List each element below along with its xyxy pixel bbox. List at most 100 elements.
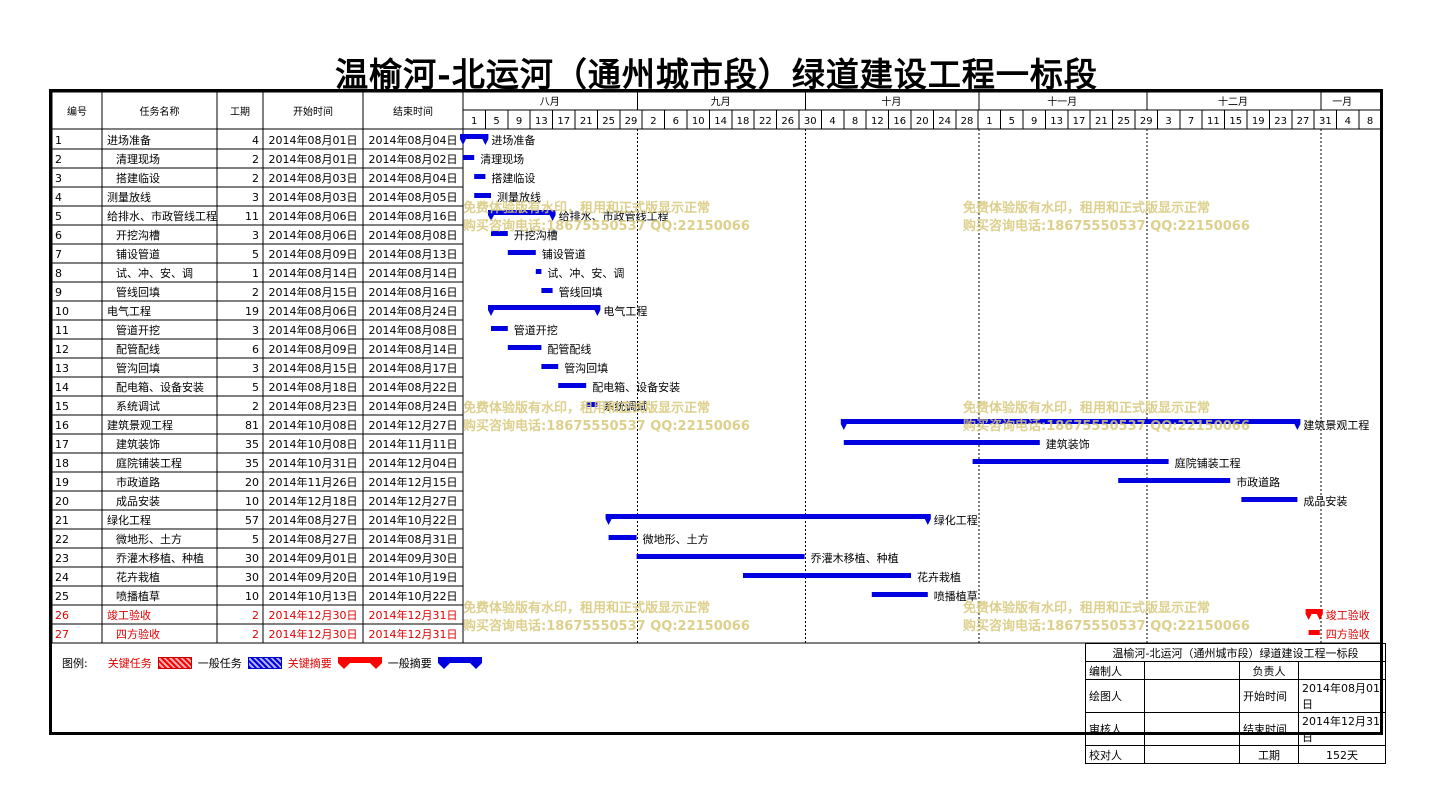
task-bar [507, 345, 542, 350]
task-id: 13 [55, 362, 69, 375]
legend-normal-task-label: 一般任务 [197, 657, 242, 670]
task-name: 庭院铺装工程 [116, 456, 182, 470]
task-id: 11 [55, 324, 69, 337]
info-drawer-value [1144, 679, 1240, 713]
task-start: 2014年08月01日 [269, 152, 358, 166]
bar-label: 庭院铺装工程 [1175, 456, 1241, 470]
task-name: 成品安装 [116, 494, 160, 508]
task-start: 2014年08月06日 [269, 304, 358, 318]
task-bar [491, 326, 508, 331]
info-duration-label: 工期 [1239, 745, 1299, 764]
month-label: 十二月 [1218, 95, 1248, 108]
task-end: 2014年12月27日 [369, 418, 458, 432]
bar-label: 乔灌木移植、种植 [811, 551, 899, 565]
day-tick-label: 5 [1009, 116, 1015, 127]
task-duration: 2 [252, 609, 259, 622]
day-tick-label: 14 [714, 116, 727, 127]
day-tick-label: 7 [1188, 116, 1194, 127]
task-name: 电气工程 [107, 304, 151, 318]
task-name: 乔灌木移植、种植 [116, 551, 204, 565]
task-duration: 3 [252, 324, 259, 337]
legend-prefix: 图例: [62, 657, 88, 670]
task-end: 2014年08月04日 [369, 133, 458, 147]
day-tick-label: 4 [829, 116, 835, 127]
task-start: 2014年08月09日 [269, 342, 358, 356]
bar-label: 配电箱、设备安装 [592, 380, 680, 394]
legend-critical-task-swatch [157, 657, 192, 669]
day-tick-label: 18 [737, 116, 750, 127]
task-duration: 30 [245, 552, 259, 565]
info-duration-value: 152天 [1298, 745, 1386, 764]
summary-bar [840, 419, 1301, 430]
task-id: 14 [55, 381, 69, 394]
task-start: 2014年08月03日 [269, 171, 358, 185]
task-id: 9 [55, 286, 62, 299]
day-tick-label: 16 [893, 116, 906, 127]
task-start: 2014年08月06日 [269, 228, 358, 242]
task-end: 2014年10月22日 [369, 589, 458, 603]
bar-label: 管沟回填 [564, 361, 608, 375]
bar-label: 管线回填 [559, 285, 603, 299]
bar-label: 微地形、土方 [643, 532, 709, 546]
task-end: 2014年12月04日 [369, 456, 458, 470]
task-duration: 11 [245, 210, 259, 223]
bar-label: 市政道路 [1236, 475, 1280, 489]
task-end: 2014年08月17日 [369, 361, 458, 375]
task-start: 2014年08月15日 [269, 285, 358, 299]
day-tick-label: 13 [1050, 116, 1063, 127]
task-name: 花卉栽植 [116, 570, 160, 584]
watermark: 免费体验版有水印，租用和正式版显示正常购买咨询电话:18675550537 QQ… [463, 201, 750, 234]
bar-label: 配管配线 [547, 342, 591, 356]
task-bar [1118, 478, 1231, 483]
day-tick-label: 1 [986, 116, 992, 127]
info-reviewer-label: 审核人 [1085, 712, 1145, 746]
summary-bar [460, 134, 489, 145]
task-end: 2014年08月24日 [369, 304, 458, 318]
watermark: 免费体验版有水印，租用和正式版显示正常购买咨询电话:18675550537 QQ… [463, 601, 750, 634]
task-bar [586, 402, 598, 407]
task-id: 10 [55, 305, 69, 318]
task-end: 2014年08月05日 [369, 190, 458, 204]
task-id: 27 [55, 628, 69, 641]
month-label: 一月 [1332, 96, 1352, 108]
task-bar [558, 383, 587, 388]
info-end-label: 结束时间 [1239, 712, 1299, 746]
task-bar [507, 250, 536, 255]
task-end: 2014年08月14日 [369, 342, 458, 356]
task-duration: 1 [252, 267, 259, 280]
task-duration: 19 [245, 305, 259, 318]
task-end: 2014年12月27日 [369, 494, 458, 508]
month-label: 九月 [711, 96, 731, 108]
bar-label: 进场准备 [491, 133, 535, 147]
month-label: 十一月 [1047, 95, 1077, 108]
task-name: 竣工验收 [107, 608, 151, 622]
legend-normal-task-swatch [247, 657, 282, 669]
day-tick-label: 21 [580, 116, 593, 127]
task-id: 18 [55, 457, 69, 470]
bar-label: 测量放线 [497, 190, 541, 204]
day-tick-label: 9 [516, 116, 522, 127]
task-duration: 10 [245, 590, 259, 603]
task-start: 2014年12月30日 [269, 627, 358, 641]
bar-label: 喷播植草 [934, 589, 978, 603]
task-start: 2014年08月15日 [269, 361, 358, 375]
column-header-id: 编号 [67, 105, 87, 118]
task-duration: 2 [252, 172, 259, 185]
summary-bar [488, 210, 556, 221]
day-tick-label: 5 [493, 116, 499, 127]
task-duration: 2 [252, 628, 259, 641]
summary-bar [488, 305, 601, 316]
task-end: 2014年08月14日 [369, 266, 458, 280]
task-end: 2014年08月08日 [369, 323, 458, 337]
day-tick-label: 28 [961, 116, 974, 127]
task-end: 2014年09月30日 [369, 551, 458, 565]
task-end: 2014年10月19日 [369, 570, 458, 584]
task-bar [972, 459, 1169, 464]
task-name: 系统调试 [116, 400, 160, 413]
day-tick-label: 12 [871, 116, 884, 127]
task-id: 22 [55, 533, 69, 546]
task-name: 绿化工程 [107, 513, 151, 527]
day-tick-label: 8 [1367, 116, 1373, 127]
task-duration: 6 [252, 343, 259, 356]
task-name: 四方验收 [116, 627, 160, 641]
